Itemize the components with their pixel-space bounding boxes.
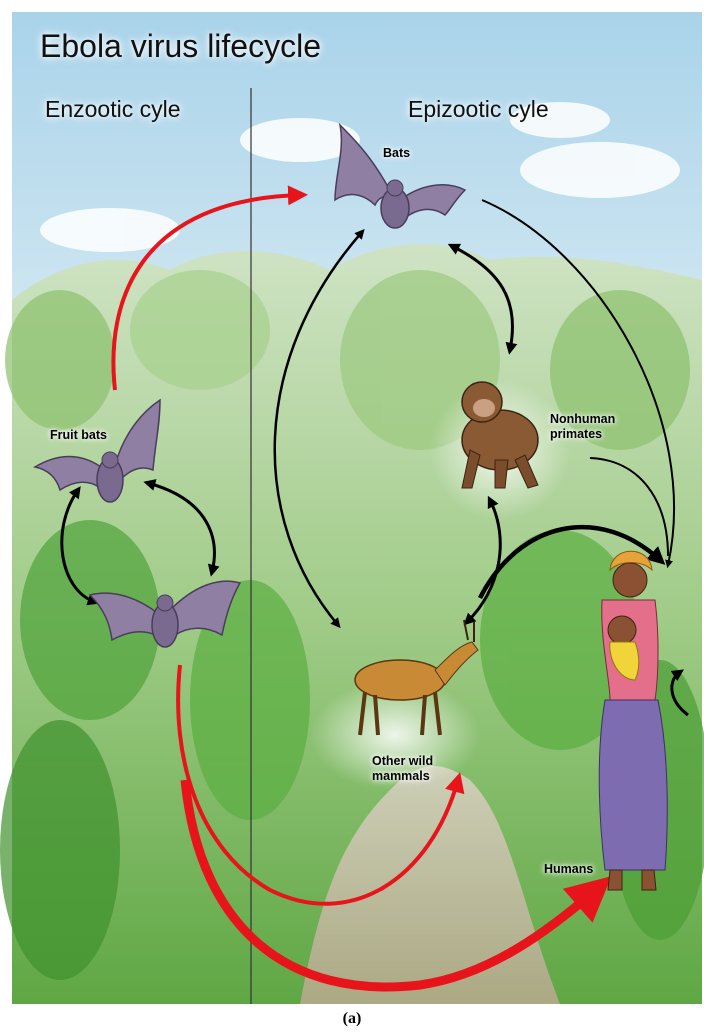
other-wild-mammals-label-line2: mammals: [372, 769, 433, 784]
bats-label: Bats: [383, 146, 410, 161]
humans-label: Humans: [544, 862, 593, 877]
fruit-bats-label: Fruit bats: [50, 428, 107, 443]
figure-caption: (a): [0, 1010, 704, 1028]
diagram-title: Ebola virus lifecycle: [40, 28, 321, 65]
other-wild-mammals-label-line1: Other wild: [372, 754, 433, 769]
nonhuman-primates-label: Nonhuman primates: [550, 412, 615, 442]
other-wild-mammals-label: Other wild mammals: [372, 754, 433, 784]
enzootic-cycle-heading: Enzootic cyle: [45, 96, 181, 123]
nonhuman-primates-label-line1: Nonhuman: [550, 412, 615, 427]
epizootic-cycle-heading: Epizootic cyle: [408, 96, 549, 123]
nonhuman-primates-label-line2: primates: [550, 427, 615, 442]
